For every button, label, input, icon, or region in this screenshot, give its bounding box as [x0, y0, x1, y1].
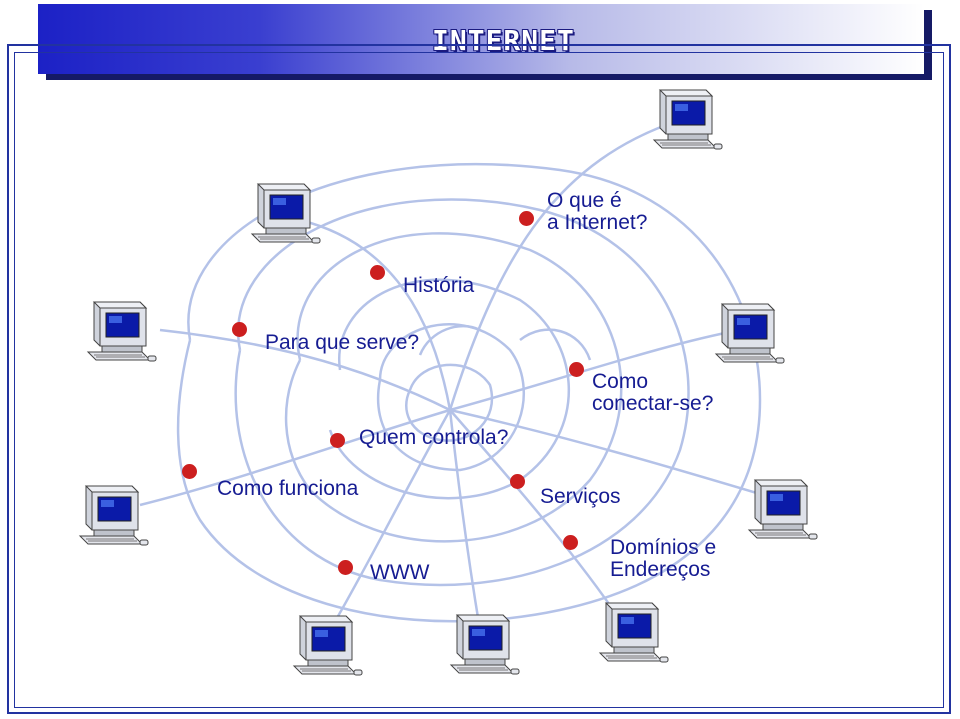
topic-label-line: Para que serve?	[265, 331, 420, 354]
computer-icon	[84, 298, 158, 368]
topic-bullet-dominios[interactable]	[563, 535, 578, 550]
computer-icon	[447, 611, 521, 681]
topic-bullet-como-conectar[interactable]	[569, 362, 584, 377]
topic-link-como-funciona[interactable]: Como funciona	[217, 478, 358, 500]
title-banner	[38, 4, 924, 74]
web-ring	[234, 198, 690, 587]
web-ring	[328, 278, 570, 500]
web-strand	[448, 118, 681, 411]
topic-link-quem-controla[interactable]: Quem controla?	[359, 427, 508, 449]
slide-frame-inner	[14, 52, 944, 708]
web-ring	[284, 232, 623, 543]
topic-link-historia[interactable]: História	[403, 275, 474, 297]
computer-icon	[745, 476, 819, 546]
topic-bullet-servicos[interactable]	[510, 474, 525, 489]
computer-icon	[596, 599, 670, 669]
web-ring	[519, 328, 592, 361]
topic-bullet-o-que-e[interactable]	[519, 211, 534, 226]
computer-icon	[248, 180, 322, 250]
topic-label-line: Quem controla?	[359, 426, 509, 449]
topic-link-www[interactable]: WWW	[370, 562, 429, 584]
topic-bullet-historia[interactable]	[370, 265, 385, 280]
web-strand	[328, 409, 452, 631]
page-title: INTERNET	[432, 24, 575, 57]
web-ring	[405, 363, 494, 442]
topic-bullet-como-funciona[interactable]	[182, 464, 197, 479]
web-strand	[449, 409, 622, 621]
topic-label-line: a Internet?	[547, 211, 648, 234]
computer-icon	[76, 482, 150, 552]
computer-icon	[290, 612, 364, 682]
web-strand	[299, 218, 452, 411]
topic-label-line: Serviços	[540, 485, 621, 508]
web-ring	[418, 324, 481, 356]
topic-link-servicos[interactable]: Serviços	[540, 486, 621, 508]
web-ring	[176, 162, 762, 623]
topic-label-line: Como	[592, 370, 649, 393]
topic-bullet-quem-controla[interactable]	[330, 433, 345, 448]
slide-frame	[7, 44, 951, 714]
computer-icon	[650, 86, 724, 156]
topic-label-line: conectar-se?	[592, 392, 714, 415]
computer-icon	[712, 300, 786, 370]
topic-label-line: História	[403, 274, 475, 297]
topic-label-line: Domínios e	[610, 536, 717, 559]
topic-label-line: WWW	[370, 561, 430, 584]
web-ring	[376, 323, 525, 472]
topic-label-line: Como funciona	[217, 477, 359, 500]
web-strand	[159, 328, 451, 412]
topic-bullet-para-que-serve[interactable]	[232, 322, 247, 337]
topic-link-para-que-serve[interactable]: Para que serve?	[265, 332, 419, 354]
topic-label-line: O que é	[547, 189, 622, 212]
topic-label-line: Endereços	[610, 558, 711, 581]
web-strand	[448, 409, 482, 631]
topic-bullet-www[interactable]	[338, 560, 353, 575]
